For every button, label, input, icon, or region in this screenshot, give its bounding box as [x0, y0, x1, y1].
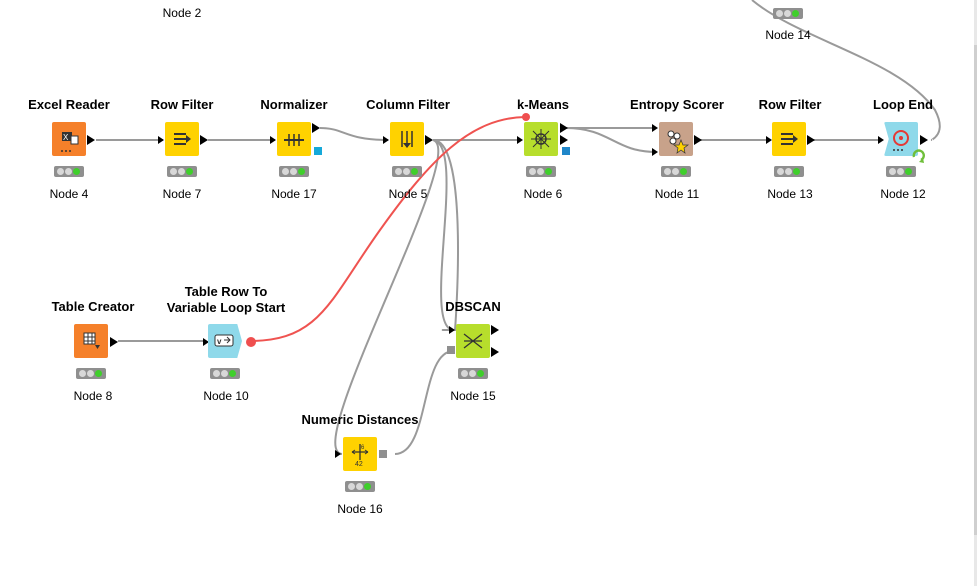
output-port-data[interactable]: [312, 123, 320, 133]
status-traffic-light: [458, 368, 488, 379]
node-id-label: Node 11: [654, 187, 700, 201]
k-means-icon: [524, 122, 558, 156]
row-filter-icon: [165, 122, 199, 156]
input-port-reference[interactable]: [652, 124, 658, 132]
input-port[interactable]: [517, 136, 523, 144]
output-port[interactable]: [807, 135, 815, 145]
excel-reader-icon: X: [52, 122, 86, 156]
scrollbar-thumb[interactable]: [974, 45, 977, 535]
edge-6-11-b: [565, 127, 657, 153]
node-id-label: Node 13: [767, 187, 813, 201]
status-traffic-light: [773, 8, 803, 19]
input-port[interactable]: [203, 338, 209, 346]
input-port[interactable]: [335, 450, 341, 458]
output-port[interactable]: [110, 337, 118, 347]
row-filter-icon: [772, 122, 806, 156]
status-traffic-light: [392, 166, 422, 177]
edge-loop-back: [751, 0, 941, 141]
loop-start-icon: v: [208, 324, 242, 358]
dbscan-icon: [456, 324, 490, 358]
svg-text:6: 6: [361, 445, 365, 451]
node-id-label: Node 15: [450, 389, 496, 403]
output-port[interactable]: [200, 135, 208, 145]
svg-text:42: 42: [355, 461, 363, 468]
node-title: Row Filter: [758, 97, 822, 112]
input-port[interactable]: [878, 136, 884, 144]
node-title: Row Filter: [150, 97, 214, 112]
status-traffic-light: [210, 368, 240, 379]
status-traffic-light: [279, 166, 309, 177]
table-creator-icon: [74, 324, 108, 358]
status-traffic-light: [661, 166, 691, 177]
output-port[interactable]: [694, 135, 702, 145]
input-port[interactable]: [270, 136, 276, 144]
input-port[interactable]: [383, 136, 389, 144]
output-port-model[interactable]: [491, 347, 499, 357]
loop-end-icon: [884, 122, 918, 156]
input-port-data[interactable]: [449, 326, 455, 334]
node-title: Numeric Distances: [301, 412, 419, 427]
node-id-label: Node 17: [271, 187, 317, 201]
output-port-model[interactable]: [314, 147, 322, 155]
input-port[interactable]: [158, 136, 164, 144]
node-title: Table Row To Variable Loop Start: [166, 284, 286, 315]
node-title: Column Filter: [366, 97, 450, 112]
node-id-label: Node 2: [162, 6, 202, 20]
node-title: Table Creator: [51, 299, 135, 314]
output-port-model[interactable]: [562, 147, 570, 155]
entropy-scorer-icon: [659, 122, 693, 156]
node-title: Normalizer: [260, 97, 328, 112]
column-filter-icon: [390, 122, 424, 156]
input-port-clustering[interactable]: [652, 148, 658, 156]
node-id-label: Node 5: [388, 187, 428, 201]
edge-17-5: [319, 127, 389, 141]
status-traffic-light: [774, 166, 804, 177]
node-id-label: Node 8: [73, 389, 113, 403]
node-id-label: Node 7: [162, 187, 202, 201]
node-id-label: Node 4: [49, 187, 89, 201]
output-port[interactable]: [920, 135, 928, 145]
normalizer-icon: [277, 122, 311, 156]
input-port[interactable]: [766, 136, 772, 144]
node-id-label: Node 14: [765, 28, 811, 42]
output-port-clusters[interactable]: [491, 325, 499, 335]
svg-text:v: v: [217, 337, 222, 346]
numeric-distances-icon: 6 42: [343, 437, 377, 471]
output-port-labels[interactable]: [560, 123, 568, 133]
node-title: k-Means: [516, 97, 570, 112]
vertical-scrollbar[interactable]: [974, 0, 977, 586]
loop-refresh-icon: [911, 149, 925, 163]
node-title: DBSCAN: [445, 299, 501, 314]
node-id-label: Node 16: [337, 502, 383, 516]
node-id-label: Node 12: [880, 187, 926, 201]
output-port-centers[interactable]: [560, 135, 568, 145]
output-port[interactable]: [425, 135, 433, 145]
node-title: Loop End: [873, 97, 933, 112]
status-traffic-light: [526, 166, 556, 177]
status-traffic-light: [76, 368, 106, 379]
node-id-label: Node 10: [203, 389, 249, 403]
node-id-label: Node 6: [523, 187, 563, 201]
input-port-distance[interactable]: [447, 346, 455, 354]
flow-variable-port[interactable]: [522, 113, 530, 121]
status-traffic-light: [167, 166, 197, 177]
status-traffic-light: [54, 166, 84, 177]
flow-variable-output-port[interactable]: [246, 337, 256, 347]
svg-text:X: X: [63, 133, 69, 142]
output-port-distance[interactable]: [379, 450, 387, 458]
node-title: Entropy Scorer: [630, 97, 724, 112]
status-traffic-light: [886, 166, 916, 177]
node-title: Excel Reader: [28, 97, 110, 112]
output-port[interactable]: [87, 135, 95, 145]
status-traffic-light: [345, 481, 375, 492]
